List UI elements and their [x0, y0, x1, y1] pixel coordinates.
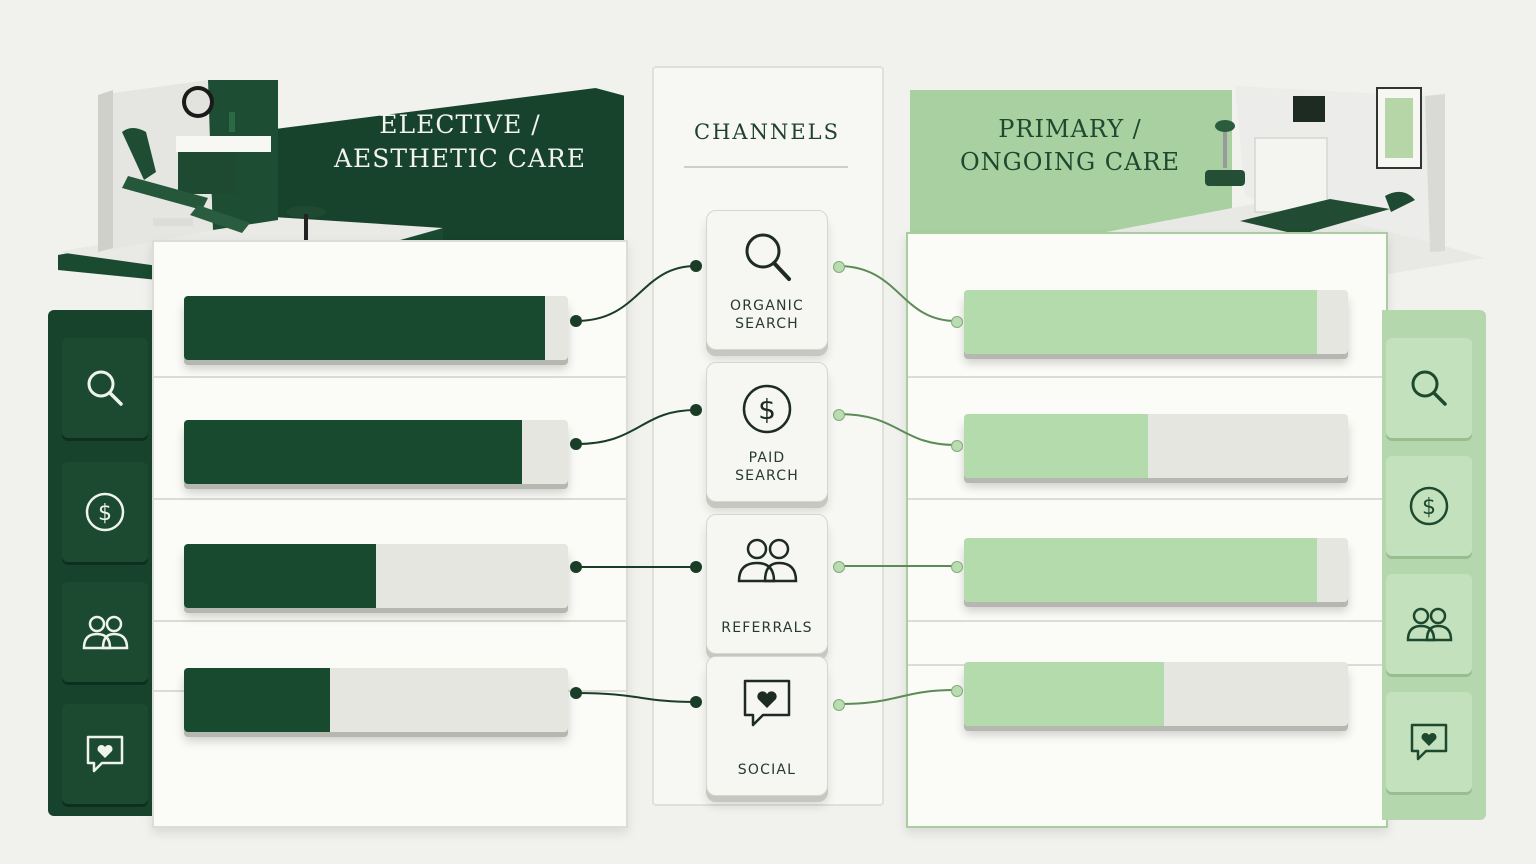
channels-title: CHANNELS: [694, 120, 840, 144]
search-icon: [745, 233, 791, 281]
connector-left-organic: [575, 265, 697, 322]
connector-dot: [690, 696, 702, 708]
right-tile-paid: $: [1386, 456, 1472, 556]
connector-dot: [570, 438, 582, 450]
left-bar-fill: [184, 544, 376, 608]
right-bar-fill: [964, 538, 1318, 602]
connector-left-paid: [575, 409, 697, 445]
search-icon: [87, 370, 123, 406]
svg-text:$: $: [98, 501, 112, 526]
left-bar-fill: [184, 296, 545, 360]
right-title-line2: ONGOING CARE: [959, 148, 1181, 176]
left-tile-paid: $: [62, 462, 148, 562]
connector-dot: [570, 561, 582, 573]
connector-dot: [951, 316, 963, 328]
channel-label: SOCIAL: [737, 762, 797, 778]
people-icon: [737, 538, 798, 583]
left-title-line1: ELECTIVE /: [379, 110, 541, 139]
channel-label: ORGANIC SEARCH: [730, 298, 804, 332]
right-tile-social: [1386, 692, 1472, 792]
connector-dot: [951, 561, 963, 573]
row-divider: [154, 376, 626, 378]
connector-dot: [833, 261, 845, 273]
row-divider: [154, 498, 626, 500]
connector-right-social: [837, 689, 957, 705]
connector-dot: [951, 440, 963, 452]
search-icon: [1411, 370, 1447, 406]
right-tile-organic: [1386, 338, 1472, 438]
connector-dot: [833, 561, 845, 573]
right-bar-fill: [964, 662, 1164, 726]
row-divider: [154, 620, 626, 622]
right-bar-paid-search: [964, 414, 1348, 478]
primary-ongoing-care-title: PRIMARY / ONGOING CARE: [940, 113, 1200, 179]
connector-dot: [690, 404, 702, 416]
channel-organic-search[interactable]: ORGANIC SEARCH: [706, 210, 828, 350]
connector-left-social: [575, 692, 697, 703]
row-divider: [908, 620, 1386, 622]
heart-chat-icon: [86, 735, 124, 773]
left-bar-fill: [184, 420, 522, 484]
right-tile-referrals: [1386, 574, 1472, 674]
right-bar-referrals: [964, 538, 1348, 602]
left-icon-rail: $: [48, 310, 152, 816]
connector-dot: [690, 561, 702, 573]
channels-divider: [684, 166, 848, 168]
left-tile-referrals: [62, 582, 148, 682]
connector-dot: [570, 687, 582, 699]
heart-chat-icon: [743, 679, 791, 727]
connector-dot: [833, 699, 845, 711]
connector-dot: [951, 685, 963, 697]
people-icon: [82, 615, 129, 650]
left-title-line2: AESTHETIC CARE: [333, 144, 587, 173]
connector-dot: [570, 315, 582, 327]
connector-right-paid: [837, 413, 957, 446]
right-bar-organic-search: [964, 290, 1348, 354]
elective-aesthetic-care-title: ELECTIVE / AESTHETIC CARE: [330, 108, 590, 176]
channel-label: REFERRALS: [721, 620, 813, 636]
dollar-icon: $: [742, 384, 792, 434]
row-divider: [908, 498, 1386, 500]
right-bar-fill: [964, 414, 1149, 478]
dollar-icon: $: [85, 492, 125, 532]
right-title-line1: PRIMARY /: [998, 115, 1142, 143]
right-bar-fill: [964, 290, 1318, 354]
connector-right-organic: [837, 265, 957, 322]
right-icon-rail: $: [1382, 310, 1486, 820]
svg-text:$: $: [758, 393, 776, 426]
channel-referrals[interactable]: REFERRALS: [706, 514, 828, 654]
heart-chat-icon: [1410, 723, 1448, 761]
left-bar-fill: [184, 668, 330, 732]
channel-social[interactable]: SOCIAL: [706, 656, 828, 796]
connector-dot: [833, 409, 845, 421]
left-tile-organic: [62, 338, 148, 438]
left-bar-paid-search: [184, 420, 568, 484]
people-icon: [1406, 607, 1453, 642]
left-bar-social: [184, 668, 568, 732]
connector-dot: [690, 260, 702, 272]
right-bar-social: [964, 662, 1348, 726]
right-header-board: [910, 90, 1232, 240]
left-tile-social: [62, 704, 148, 804]
channel-label: PAID SEARCH: [735, 450, 799, 484]
channel-paid-search[interactable]: $ PAID SEARCH: [706, 362, 828, 502]
svg-text:$: $: [1422, 495, 1436, 520]
left-bar-referrals: [184, 544, 568, 608]
row-divider: [908, 376, 1386, 378]
dollar-icon: $: [1409, 486, 1449, 526]
left-bar-organic-search: [184, 296, 568, 360]
